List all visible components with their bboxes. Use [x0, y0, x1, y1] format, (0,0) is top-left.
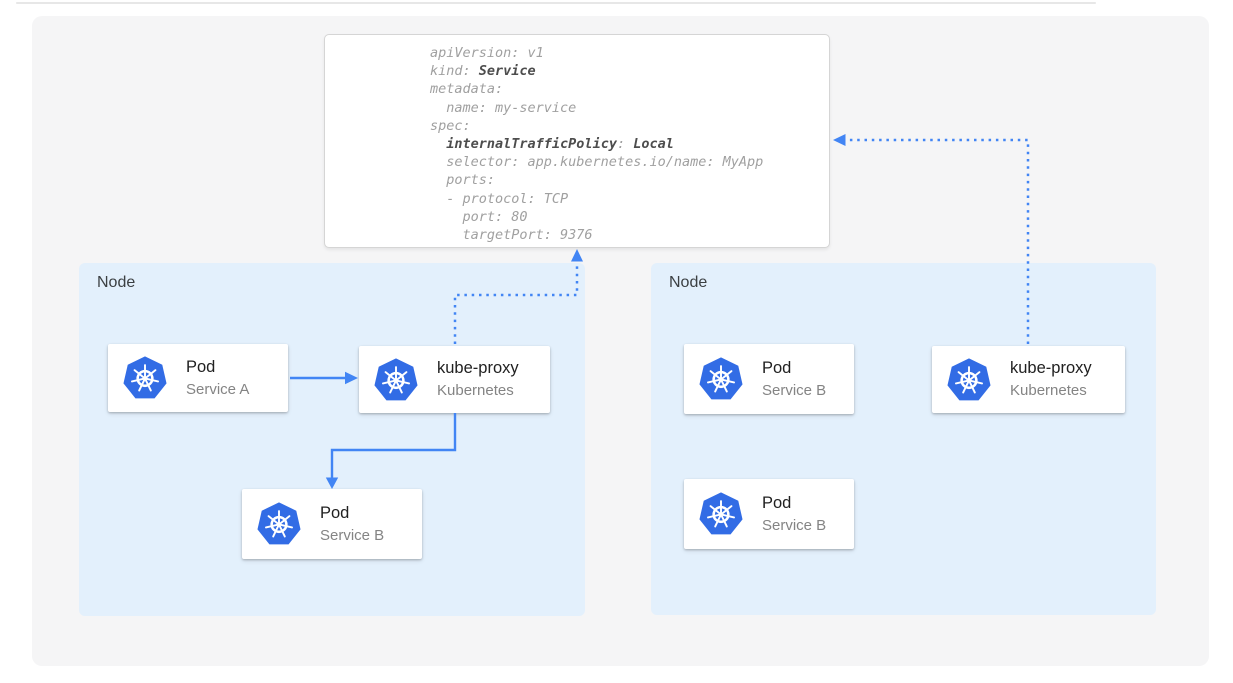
node-box-left: Node Pod Service A kube-proxy Kubernetes…: [79, 263, 585, 616]
yaml-code-line: selector: app.kubernetes.io/name: MyApp: [430, 154, 764, 171]
card-kube-proxy-left: kube-proxy Kubernetes: [359, 346, 550, 413]
card-subtitle: Kubernetes: [437, 382, 514, 399]
header-bottom-rule: [16, 2, 1096, 4]
kubernetes-icon: [698, 356, 744, 401]
kubernetes-icon: [256, 501, 302, 546]
yaml-code-line: kind: Service: [430, 63, 536, 80]
card-pod-service-b-left: Pod Service B: [242, 489, 422, 559]
node-box-right: Node Pod Service B kube-proxy Kubernetes…: [651, 263, 1156, 615]
card-pod-service-b-right-bottom: Pod Service B: [684, 479, 854, 549]
card-subtitle: Service A: [186, 380, 250, 398]
yaml-code-line: port: 80: [430, 208, 528, 225]
card-pod-service-b-right-top: Pod Service B: [684, 344, 854, 414]
card-pod-service-a: Pod Service A: [108, 344, 288, 412]
yaml-code-line: name: my-service: [430, 99, 577, 116]
card-kube-proxy-right: kube-proxy Kubernetes: [932, 346, 1125, 413]
card-subtitle: Service B: [762, 381, 827, 399]
card-subtitle: Service B: [762, 516, 827, 534]
card-title: kube-proxy: [437, 359, 519, 377]
kubernetes-icon: [122, 355, 168, 400]
yaml-code-line: apiVersion: v1: [430, 45, 544, 61]
yaml-code-line: targetPort: 9376: [430, 227, 593, 244]
kubernetes-icon: [946, 356, 992, 402]
card-title: Pod: [186, 357, 216, 376]
node-label: Node: [97, 274, 136, 291]
card-title: Pod: [320, 503, 350, 522]
kubernetes-icon: [373, 356, 419, 402]
yaml-code-line: - protocol: TCP: [430, 190, 569, 207]
card-title: Pod: [762, 493, 792, 512]
kubernetes-icon: [698, 491, 744, 536]
yaml-code-line: ports:: [430, 172, 496, 189]
card-title: kube-proxy: [1010, 359, 1092, 377]
yaml-code-line: metadata:: [430, 81, 504, 98]
yaml-code-line: spec:: [430, 117, 471, 134]
yaml-code-line: internalTrafficPolicy: Local: [446, 136, 674, 153]
card-subtitle: Service B: [320, 526, 385, 544]
node-label: Node: [669, 274, 708, 291]
card-subtitle: Kubernetes: [1010, 382, 1087, 399]
card-title: Pod: [762, 358, 792, 377]
